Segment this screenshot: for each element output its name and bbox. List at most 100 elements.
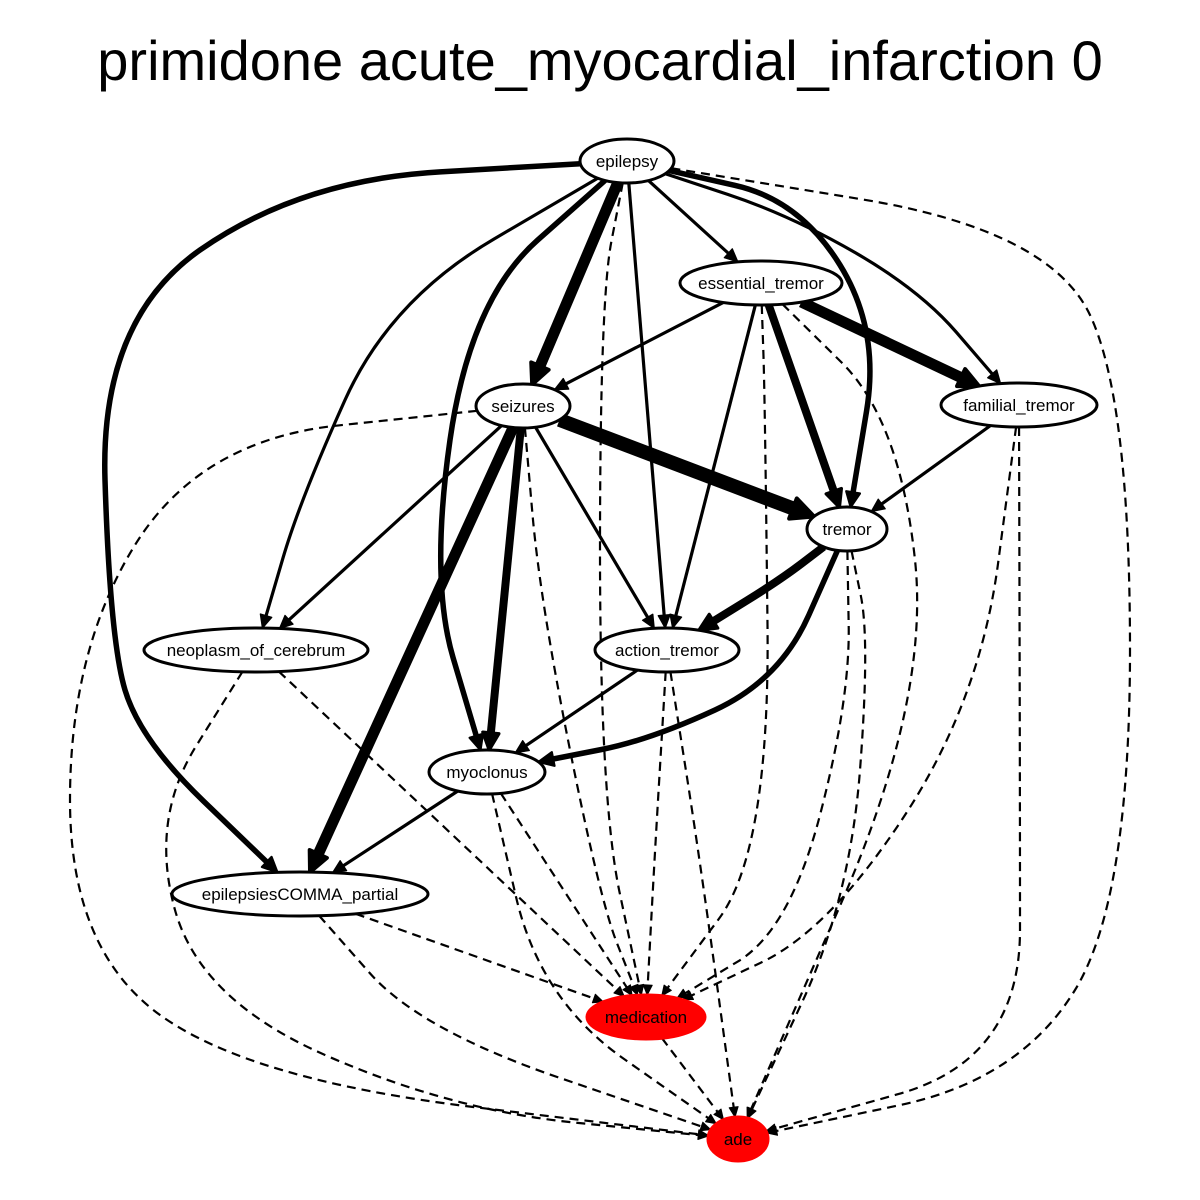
node-seizures: seizures xyxy=(474,382,572,430)
edge-arrowhead xyxy=(481,730,501,752)
edge-epilepsy-to-tremor xyxy=(668,167,873,509)
edge-arrowhead xyxy=(713,1108,724,1121)
edge-arrowhead xyxy=(765,1123,778,1134)
edge-arrowhead xyxy=(987,369,1002,385)
edge-line xyxy=(534,180,623,369)
edge-arrowhead xyxy=(728,1106,739,1118)
edge-arrowhead xyxy=(553,377,570,391)
edge-arrowhead xyxy=(657,614,671,629)
edge-arrowhead xyxy=(537,751,556,767)
node-label: ade xyxy=(724,1130,752,1149)
edge-line xyxy=(711,543,826,625)
edge-line xyxy=(666,304,769,989)
node-label: seizures xyxy=(491,397,554,416)
edge-action_tremor-to-medication xyxy=(642,671,667,996)
edge-seizures-to-medication xyxy=(523,427,639,996)
node-epilepsiesCOMMA_partial: epilepsiesCOMMA_partial xyxy=(170,870,430,918)
edge-line xyxy=(664,172,994,375)
node-shape xyxy=(170,870,430,918)
edge-essential_tremor-to-familial_tremor xyxy=(798,297,982,389)
node-shape xyxy=(585,993,707,1041)
edge-line xyxy=(525,668,639,747)
node-label: epilepsiesCOMMA_partial xyxy=(202,885,399,904)
edge-arrowhead xyxy=(870,498,886,513)
edge-medication-to-ade xyxy=(661,1037,724,1121)
node-epilepsy: epilepsy xyxy=(578,137,676,185)
diagram-title: primidone acute_myocardial_infarction 0 xyxy=(97,29,1103,92)
node-myoclonus: myoclonus xyxy=(427,748,547,796)
node-label: tremor xyxy=(822,520,871,539)
edge-line xyxy=(165,671,699,1137)
edge-line xyxy=(102,160,581,864)
edge-arrowhead xyxy=(845,490,862,509)
edge-arrowhead xyxy=(629,983,639,996)
edge-arrowhead xyxy=(622,984,633,997)
edge-arrowhead xyxy=(955,367,982,389)
edge-seizures-to-myoclonus xyxy=(481,427,525,752)
edge-myoclonus-to-ade xyxy=(491,793,717,1125)
node-shape xyxy=(427,748,547,796)
edge-essential_tremor-to-medication xyxy=(661,304,769,997)
edge-essential_tremor-to-action_tremor xyxy=(669,304,757,629)
node-shape xyxy=(578,137,676,185)
edge-line xyxy=(750,550,867,1110)
edge-arrowhead xyxy=(260,855,279,874)
edge-epilepsy-to-myoclonus xyxy=(437,178,607,752)
node-label: neoplasm_of_cerebrum xyxy=(167,641,346,660)
edge-arrowhead xyxy=(278,614,294,630)
edge-line xyxy=(646,671,667,986)
node-label: action_tremor xyxy=(615,641,719,660)
edge-myoclonus-to-medication xyxy=(499,792,633,997)
edge-epilepsy-to-familial_tremor xyxy=(664,172,1002,385)
edge-line xyxy=(880,424,992,506)
edge-line xyxy=(668,167,873,493)
edge-tremor-to-action_tremor xyxy=(697,543,826,632)
edge-line xyxy=(669,671,735,1108)
edge-arrowhead xyxy=(697,1130,709,1140)
node-medication: medication xyxy=(585,993,707,1041)
edges-layer xyxy=(68,160,1132,1140)
edge-arrowhead xyxy=(591,993,604,1004)
edge-arrowhead xyxy=(787,496,817,521)
edge-epilepsy-to-seizures xyxy=(529,180,623,387)
edge-tremor-to-myoclonus xyxy=(537,549,841,767)
edge-line xyxy=(486,427,525,734)
edge-arrowhead xyxy=(514,740,530,754)
edge-neoplasm_of_cerebrum-to-ade xyxy=(165,671,709,1140)
edge-myoclonus-to-epilepsiesCOMMA_partial xyxy=(331,789,459,874)
node-shape xyxy=(939,381,1099,429)
node-neoplasm_of_cerebrum: neoplasm_of_cerebrum xyxy=(142,626,370,674)
edge-arrowhead xyxy=(468,732,485,752)
edge-line xyxy=(355,912,595,1000)
edge-seizures-to-tremor xyxy=(557,413,817,521)
edge-arrowhead xyxy=(747,1106,757,1119)
edge-arrowhead xyxy=(641,613,655,629)
edge-line xyxy=(318,915,702,1128)
edge-line xyxy=(264,176,599,617)
edge-arrowhead xyxy=(642,984,653,996)
node-label: medication xyxy=(605,1008,687,1027)
node-action_tremor: action_tremor xyxy=(593,626,741,674)
edge-epilepsy-to-neoplasm_of_cerebrum xyxy=(259,176,599,629)
edge-line xyxy=(674,304,757,616)
edge-line xyxy=(523,427,635,987)
node-shape xyxy=(474,382,572,430)
node-label: epilepsy xyxy=(596,152,659,171)
edge-line xyxy=(287,424,503,621)
node-shape xyxy=(678,259,844,307)
edge-line xyxy=(499,792,628,988)
edge-line xyxy=(534,426,650,619)
edge-familial_tremor-to-tremor xyxy=(870,424,992,513)
edge-seizures-to-epilepsiesCOMMA_partial xyxy=(307,425,519,875)
node-shape xyxy=(593,626,741,674)
edge-line xyxy=(661,1037,719,1113)
edge-tremor-to-ade xyxy=(747,550,867,1119)
edge-epilepsy-to-epilepsiesCOMMA_partial xyxy=(102,160,581,874)
edge-arrowhead xyxy=(699,1121,712,1132)
edge-arrowhead xyxy=(331,860,348,874)
edge-action_tremor-to-myoclonus xyxy=(514,668,639,754)
edge-line xyxy=(647,179,730,255)
edge-line xyxy=(671,167,1132,1132)
edge-essential_tremor-to-seizures xyxy=(553,301,725,391)
edge-epilepsy-to-essential_tremor xyxy=(647,179,739,263)
